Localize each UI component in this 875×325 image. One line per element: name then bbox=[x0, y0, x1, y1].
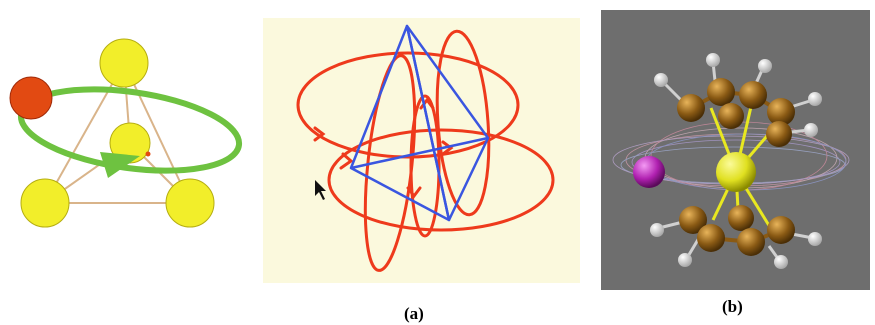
hydrogen-atom bbox=[808, 92, 822, 106]
small-red-dot bbox=[146, 152, 151, 157]
hydrogen-atom bbox=[774, 255, 788, 269]
arrow-5 bbox=[408, 188, 420, 196]
carbon-atom bbox=[718, 103, 744, 129]
carbon-atom bbox=[707, 78, 735, 106]
orbit-middle-vertical bbox=[411, 96, 439, 236]
upper-ring bbox=[677, 78, 795, 147]
red-orbit-loops-diagram bbox=[263, 18, 580, 283]
orbit-left-vertical bbox=[357, 53, 423, 272]
metal-atom bbox=[716, 152, 756, 192]
caption-a: (a) bbox=[404, 304, 424, 324]
molecule-svg bbox=[601, 10, 870, 290]
molecule-render bbox=[601, 10, 870, 290]
carbon-atom bbox=[767, 216, 795, 244]
carbon-atom bbox=[728, 205, 754, 231]
atom-bottom-left bbox=[21, 179, 69, 227]
hydrogen-atom bbox=[650, 223, 664, 237]
caption-b: (b) bbox=[722, 297, 743, 317]
atom-orange bbox=[10, 77, 52, 119]
magenta-atom bbox=[633, 156, 665, 188]
carbon-atom bbox=[766, 121, 792, 147]
mouse-cursor-icon bbox=[315, 180, 326, 200]
atom-bottom-right bbox=[166, 179, 214, 227]
tetrahedron-orbit-svg bbox=[0, 28, 250, 253]
tetrahedron-orbit-diagram bbox=[0, 28, 250, 253]
carbon-atom bbox=[739, 81, 767, 109]
hydrogen-atom bbox=[808, 232, 822, 246]
hydrogen-atom bbox=[804, 123, 818, 137]
hydrogen-atom bbox=[706, 53, 720, 67]
carbon-atom bbox=[737, 228, 765, 256]
hydrogen-atom bbox=[678, 253, 692, 267]
green-arrowhead bbox=[100, 152, 140, 178]
lower-ring bbox=[679, 205, 795, 256]
carbon-atom bbox=[677, 94, 705, 122]
loops-svg bbox=[263, 18, 580, 283]
hydrogen-atom bbox=[654, 73, 668, 87]
hydrogen-atom bbox=[758, 59, 772, 73]
carbon-atom bbox=[697, 224, 725, 252]
atom-top bbox=[100, 39, 148, 87]
orbit-arrows bbox=[315, 100, 451, 196]
